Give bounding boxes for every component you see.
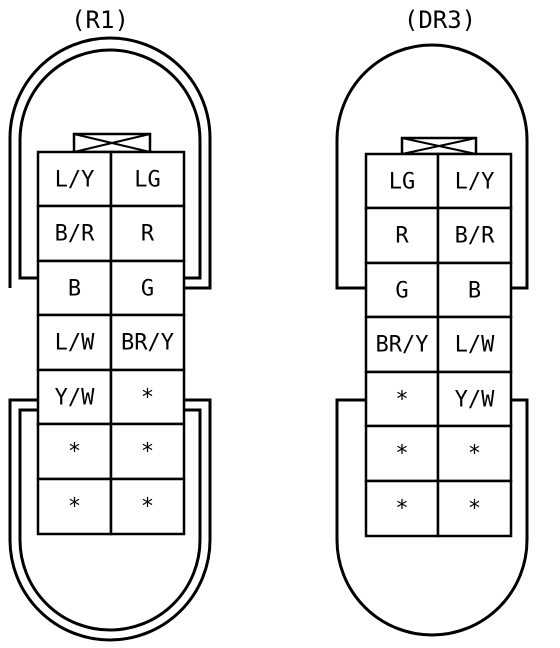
pin-cell [364,315,440,374]
connector-dr3-upper-shell [335,43,529,290]
pin-cell [109,477,186,536]
connector-r1-upper-shell-outer [8,36,212,290]
pin-label: L/W [455,333,495,358]
pin-label: G [141,277,154,302]
pin-label: B [468,279,481,304]
pin-label: * [68,440,81,465]
pin-cell [36,368,113,426]
pin-label: B/R [55,222,95,247]
pin-label: B/R [455,224,495,249]
connector-dr3: (DR3) LG L/Y [335,6,529,637]
pin-label: * [395,442,408,467]
pin-label: R [141,222,155,247]
connector-r1-latch [72,132,152,154]
pin-label: * [68,495,81,520]
pin-label: L/Y [455,170,495,195]
pin-cell [436,152,513,210]
pin-cell [436,479,513,538]
pin-label: L/Y [55,168,95,193]
pin-cell [109,313,186,372]
connector-r1-upper-shell-inner [18,48,202,280]
pin-label: * [395,497,408,522]
pin-cell [36,422,113,481]
pin-label: BR/Y [376,333,429,358]
pin-label: B [68,277,81,302]
connector-r1-lower-shell-inner [18,408,202,632]
pin-cell [436,261,513,319]
pin-cell [36,477,113,536]
pin-label: R [395,224,409,249]
connector-r1: (R1) L/Y [8,6,212,642]
pin-cell [436,206,513,265]
connector-dr3-latch [400,136,478,156]
connector-r1-lower-shell-outer [8,398,212,642]
connector-dr3-title: (DR3) [404,6,476,34]
pin-label: G [395,279,408,304]
pin-cell [364,479,440,538]
connector-r1-pin-grid: L/Y LG B/R R B G L/W BR/Y Y/W * * * * * [36,150,186,536]
pin-label: * [468,442,481,467]
connector-dr3-lower-shell [335,398,529,637]
connector-dr3-pin-grid: LG L/Y R B/R G B BR/Y L/W * Y/W * * * * [364,152,513,538]
pin-cell [436,315,513,374]
pin-label: * [141,495,154,520]
connector-r1-title: (R1) [71,6,129,34]
pin-label: * [141,440,154,465]
pin-cell [436,370,513,428]
pin-cell [364,370,440,428]
pin-label: BR/Y [121,331,174,356]
pin-cell [109,422,186,481]
pin-cell [36,313,113,372]
pin-label: Y/W [455,388,495,413]
pin-label: Y/W [55,386,95,411]
pin-label: * [468,497,481,522]
pin-label: LG [389,170,416,195]
pin-label: L/W [55,331,95,356]
pin-label: LG [134,168,161,193]
pin-label: * [141,386,154,411]
pin-cell [364,152,440,210]
pin-label: * [395,388,408,413]
